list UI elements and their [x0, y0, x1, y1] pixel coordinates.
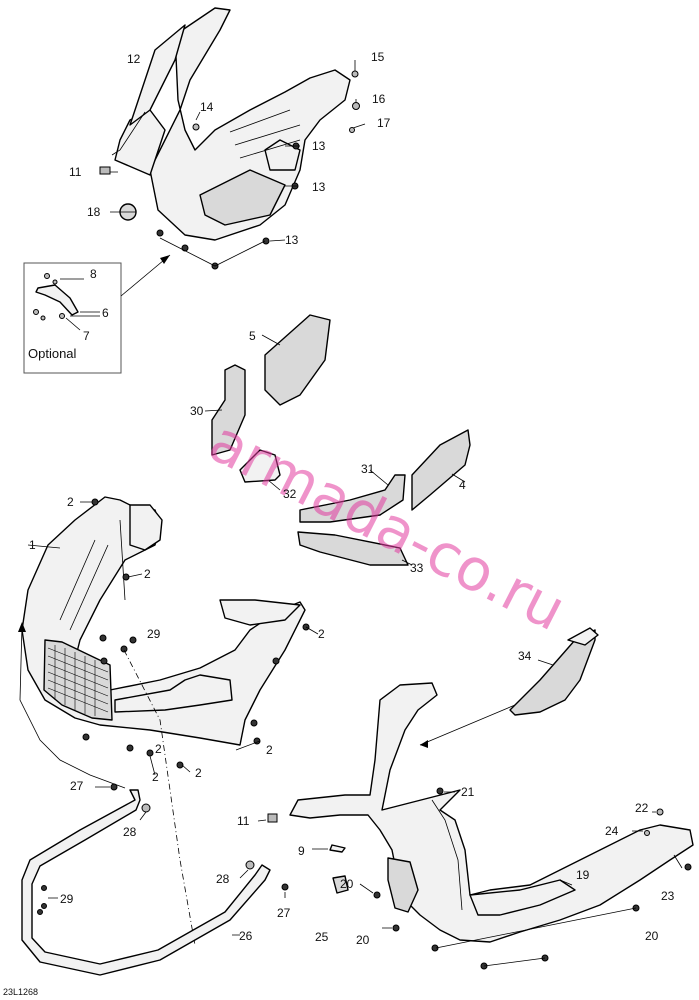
- callout-23: 23: [661, 889, 675, 903]
- optional-kit-box: Optional: [23, 262, 122, 374]
- callout-21: 21: [461, 785, 475, 799]
- callout-29-bottom: 29: [60, 892, 74, 906]
- callout-13-middle: 13: [312, 180, 326, 194]
- callout-14: 14: [200, 100, 214, 114]
- callout-2-center: 2: [155, 742, 162, 756]
- callout-31: 31: [361, 462, 375, 476]
- pad-4: [411, 429, 471, 511]
- callout-20-lower: 20: [356, 933, 370, 947]
- pad-32: [239, 449, 281, 483]
- bumper-bar-26: [21, 789, 271, 976]
- callout-18: 18: [87, 205, 101, 219]
- bumper-bar-fasteners: [37, 783, 289, 915]
- callout-11-bottom: 11: [237, 814, 250, 828]
- callout-33: 33: [410, 561, 424, 575]
- callout-12: 12: [127, 52, 141, 66]
- callout-6: 6: [102, 306, 109, 320]
- upper-inner-panel: [111, 7, 351, 241]
- callout-27-left: 27: [70, 779, 84, 793]
- callout-5: 5: [249, 329, 256, 343]
- callout-2-upper-left: 2: [144, 567, 151, 581]
- callout-17: 17: [377, 116, 391, 130]
- callout-32: 32: [283, 487, 297, 501]
- callout-28-left: 28: [123, 825, 137, 839]
- callout-11-top: 11: [69, 165, 82, 179]
- callout-2-lower-right: 2: [266, 743, 273, 757]
- callout-28-right: 28: [216, 872, 230, 886]
- callout-9: 9: [298, 844, 305, 858]
- callout-26: 26: [239, 929, 253, 943]
- part-34: [509, 627, 599, 716]
- callout-22: 22: [635, 801, 649, 815]
- callout-24: 24: [605, 824, 619, 838]
- callout-4: 4: [459, 478, 466, 492]
- callout-2-bottom: 2: [195, 766, 202, 780]
- callout-29-top: 29: [147, 627, 161, 641]
- callout-2-top: 2: [67, 495, 74, 509]
- callout-27-right: 27: [277, 906, 291, 920]
- callout-labels: 12 15 14 16 17 13 11 13 18 13 8 6 7 5 30…: [29, 50, 675, 947]
- callout-25: 25: [315, 930, 329, 944]
- front-bumper-1: [21, 496, 306, 746]
- callout-13-bottom: 13: [285, 233, 299, 247]
- lower-panel-fasteners: [267, 787, 692, 970]
- bumper-fasteners: [82, 498, 310, 769]
- pad-31: [299, 474, 406, 523]
- callout-30: 30: [190, 404, 204, 418]
- callout-20-right: 20: [645, 929, 659, 943]
- callout-15: 15: [371, 50, 385, 64]
- diagram-code: 23L1268: [3, 987, 38, 997]
- lower-panel-19: [289, 682, 694, 943]
- callout-13-top: 13: [312, 139, 326, 153]
- callout-8: 8: [90, 267, 97, 281]
- callout-19: 19: [576, 868, 590, 882]
- callout-34: 34: [518, 649, 532, 663]
- callout-1: 1: [29, 538, 36, 552]
- callout-2-extra: 2: [152, 770, 159, 784]
- pad-30: [211, 364, 246, 456]
- callout-20-upper: 20: [340, 877, 354, 891]
- callout-7: 7: [83, 329, 90, 343]
- pad-5: [264, 314, 331, 406]
- callout-16: 16: [372, 92, 386, 106]
- callout-2-right: 2: [318, 627, 325, 641]
- pad-33: [297, 531, 409, 566]
- front-grille-pattern: [47, 645, 109, 716]
- optional-label: Optional: [28, 346, 77, 361]
